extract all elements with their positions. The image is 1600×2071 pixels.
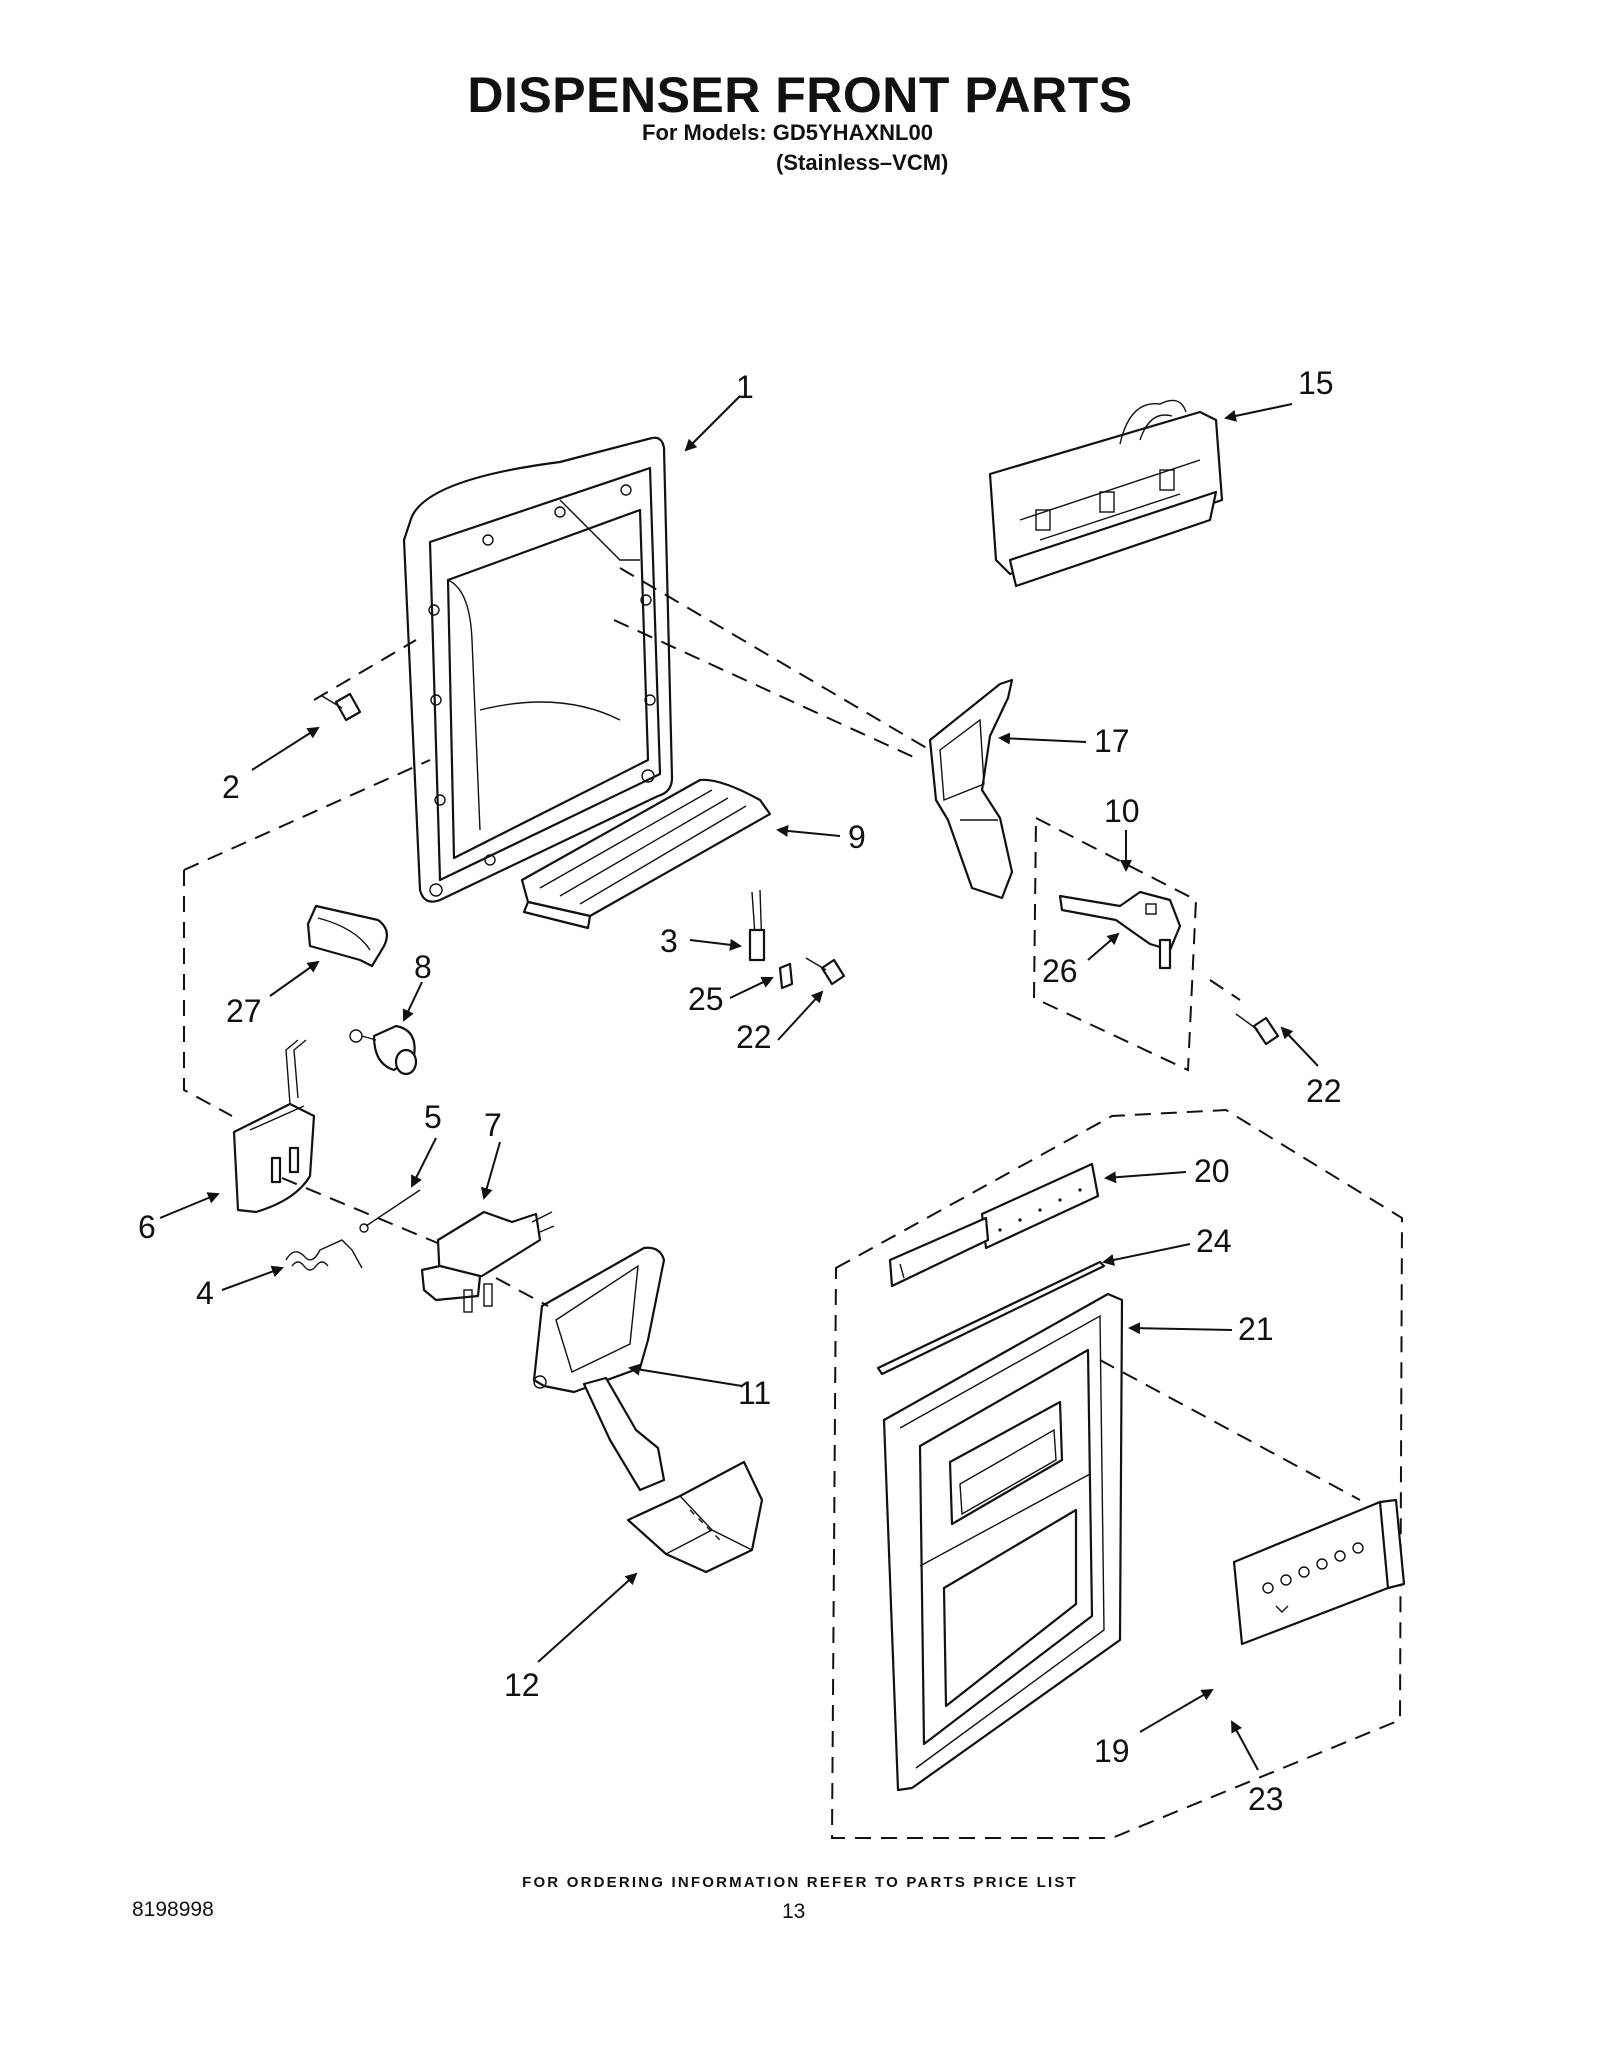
- callout-8: 8: [414, 949, 432, 985]
- callout-17: 17: [1094, 723, 1130, 759]
- part-3-spring-contact: [748, 889, 766, 962]
- variant-line: (Stainless–VCM): [776, 150, 949, 175]
- callout-5: 5: [424, 1099, 442, 1135]
- callout-10: 10: [1104, 793, 1140, 829]
- part-22-screw-right: [1235, 1013, 1280, 1046]
- callout-6: 6: [138, 1209, 156, 1245]
- part-5-pin: [359, 1189, 421, 1233]
- callout-19: 19: [1094, 1733, 1130, 1769]
- callout-24: 24: [1196, 1223, 1232, 1259]
- callout-7: 7: [484, 1107, 502, 1143]
- callout-26: 26: [1042, 953, 1078, 989]
- part-15-bracket-assembly: [988, 399, 1224, 588]
- part-1-dispenser-housing: [402, 436, 674, 903]
- callout-9: 9: [848, 819, 866, 855]
- callout-27: 27: [226, 993, 262, 1029]
- part-20-control-board: [888, 1162, 1100, 1288]
- part-12-chute: [626, 1460, 764, 1574]
- part-21-front-panel: [882, 1292, 1124, 1792]
- part-11-paddle: [532, 1246, 666, 1492]
- part-8-solenoid: [349, 1024, 418, 1076]
- callout-25: 25: [688, 981, 724, 1017]
- page-title: DISPENSER FRONT PARTS: [467, 67, 1133, 123]
- callout-15: 15: [1298, 365, 1334, 401]
- part-25-tab: [778, 962, 794, 990]
- callout-23: 23: [1248, 1781, 1284, 1817]
- page-number: 13: [782, 1900, 806, 1923]
- callout-22-right: 22: [1306, 1073, 1342, 1109]
- part-26-switch-actuator: [1058, 890, 1182, 970]
- part-19-ui-bezel: [1232, 1498, 1406, 1646]
- callout-21: 21: [1238, 1311, 1274, 1347]
- ordering-note: FOR ORDERING INFORMATION REFER TO PARTS …: [522, 1874, 1078, 1891]
- part-9-drip-tray: [520, 778, 772, 930]
- part-2-screw: [321, 692, 362, 722]
- part-22-screw-center: [805, 957, 846, 986]
- part-17-lever-arm: [928, 678, 1014, 900]
- callout-3: 3: [660, 923, 678, 959]
- part-6-switch-module: [232, 1039, 316, 1214]
- part-4-spring: [285, 1239, 363, 1271]
- callout-4: 4: [196, 1275, 214, 1311]
- part-7-actuator-bracket: [420, 1210, 555, 1313]
- part-24-gasket-strip: [876, 1260, 1106, 1376]
- models-line: For Models: GD5YHAXNL00: [642, 120, 933, 145]
- callout-12: 12: [504, 1667, 540, 1703]
- callout-11: 11: [738, 1375, 771, 1411]
- part-27-clip: [306, 904, 389, 968]
- document-number: 8198998: [132, 1898, 214, 1921]
- callout-22-center: 22: [736, 1019, 772, 1055]
- callout-2: 2: [222, 769, 240, 805]
- callout-20: 20: [1194, 1153, 1230, 1189]
- callout-1: 1: [736, 369, 754, 405]
